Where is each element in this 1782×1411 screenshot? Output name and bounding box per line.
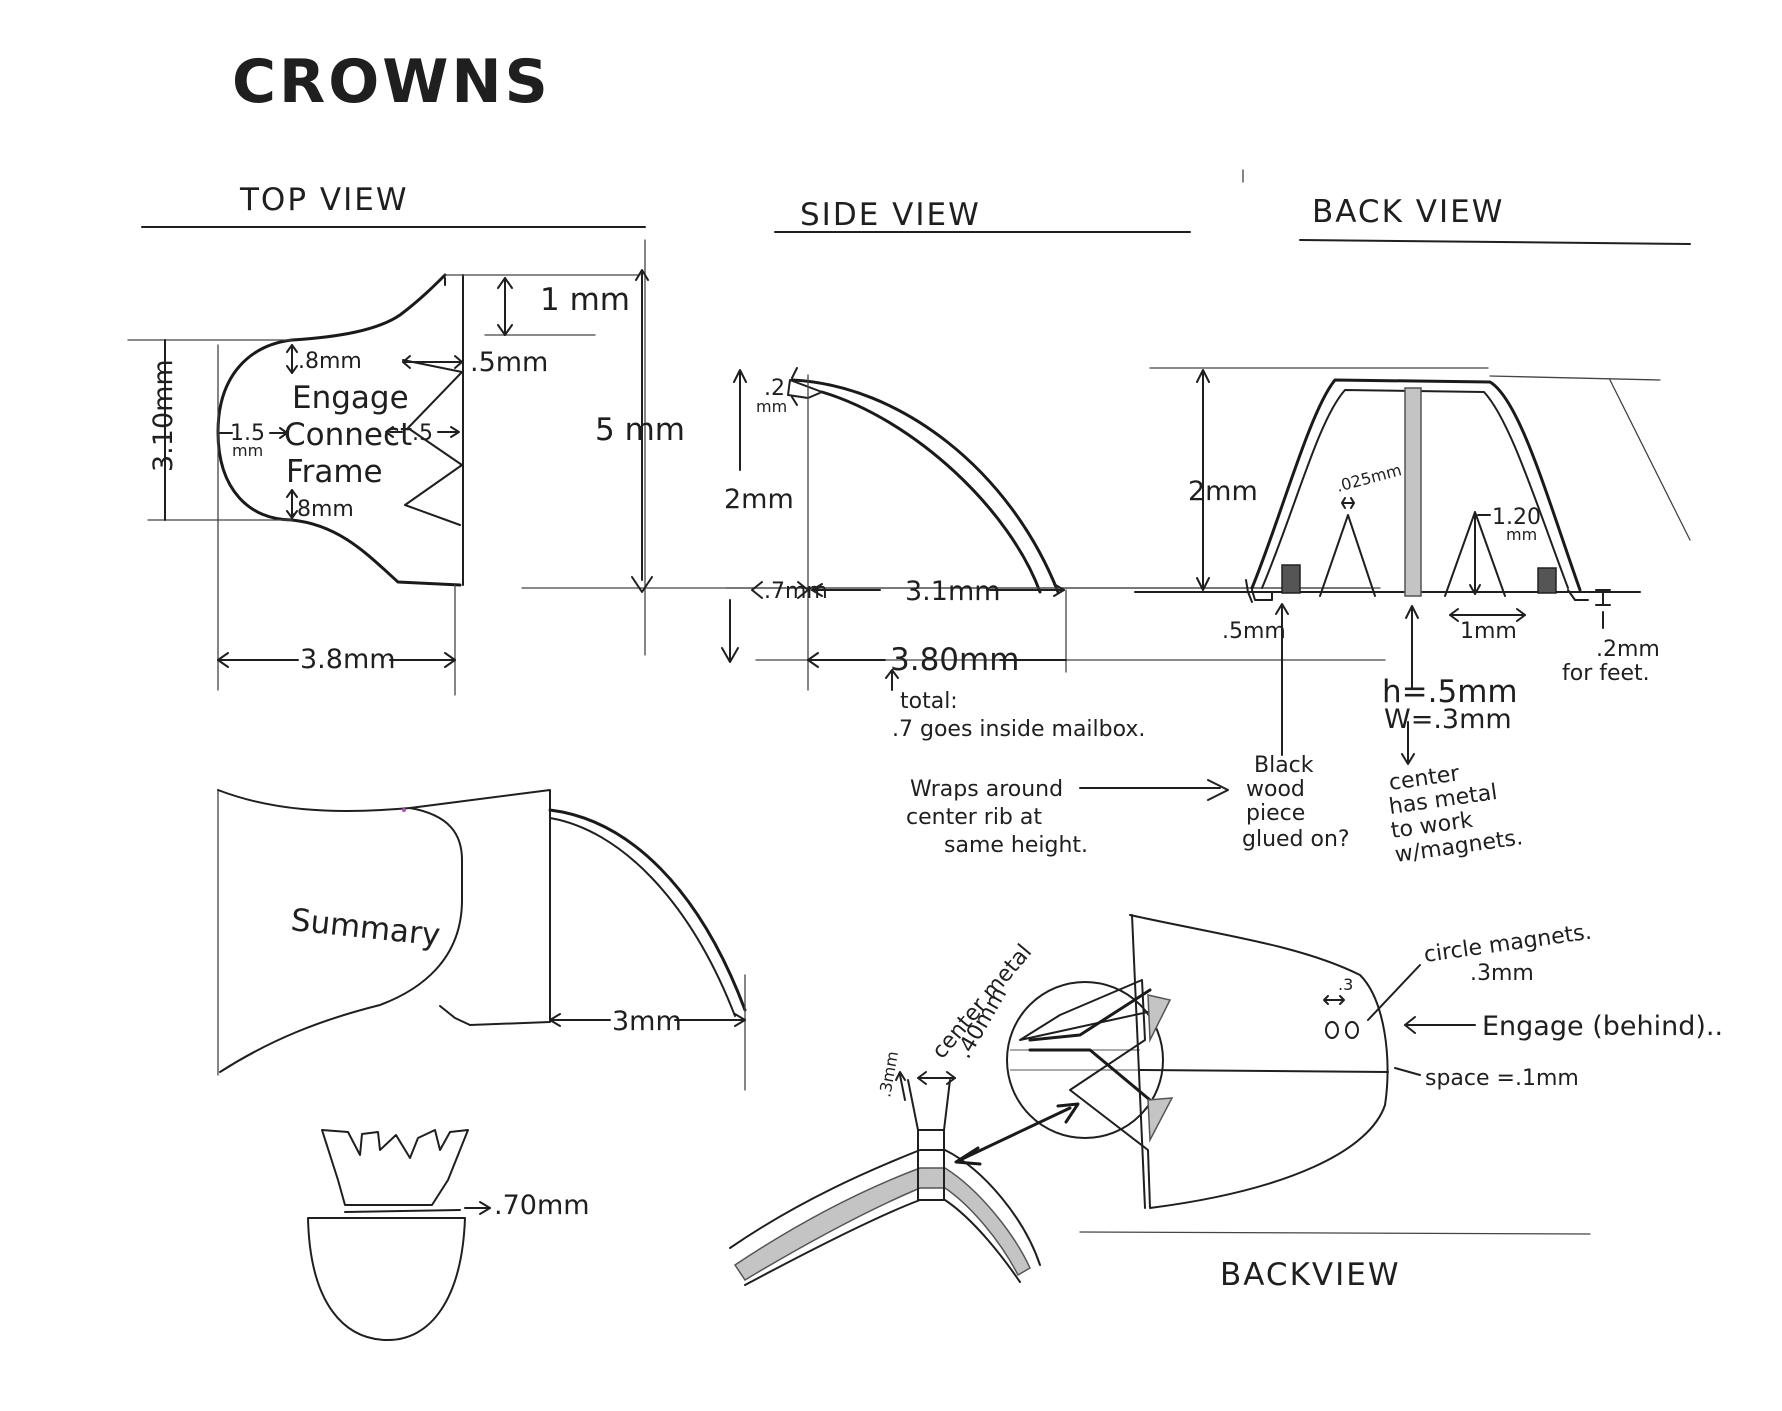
back-black-note-3: piece <box>1246 801 1305 826</box>
stray-dot <box>402 808 406 812</box>
back-2mm-label: 2mm <box>1188 476 1258 507</box>
top-15-unit-label: mm <box>232 441 263 460</box>
side-wraps-note-3: same height. <box>944 833 1088 858</box>
side-total-note-2: .7 goes inside mailbox. <box>892 717 1145 742</box>
back-view-drawing <box>1134 367 1691 765</box>
back-view-label: BACK VIEW <box>1312 194 1504 230</box>
top-05-right-label: .5 <box>412 421 433 446</box>
top-1mm-label: 1 mm <box>540 282 630 318</box>
back-120-label: 1.20 <box>1492 505 1541 530</box>
back-feet-note: for feet. <box>1562 661 1650 686</box>
side-31mm-label: 3.1mm <box>905 576 1001 607</box>
top-15-label: 1.5 <box>230 421 265 446</box>
side-view-header: SIDE VIEW <box>774 197 1191 233</box>
detail-engage-behind-label: Engage (behind).. <box>1482 1011 1723 1042</box>
top-5mm-label: 5 mm <box>595 412 685 448</box>
side-total-note-1: total: <box>900 689 958 714</box>
summary-3mm-label: 3mm <box>612 1006 682 1037</box>
back-120-unit-label: mm <box>1506 525 1537 544</box>
top-08mm-lower-label: .8mm <box>290 497 354 522</box>
top-frame-label: Frame <box>286 454 383 490</box>
detail-space-label: space =.1mm <box>1425 1066 1579 1091</box>
detail-magnets-03mm-label: .3mm <box>1470 961 1534 986</box>
back-view-header: BACK VIEW <box>1299 194 1691 245</box>
summary-label: Summary <box>289 902 442 953</box>
top-engage-label: Engage <box>292 380 409 416</box>
back-05mm-label: .5mm <box>1222 619 1286 644</box>
top-310mm-label: 3.10mm <box>148 359 179 472</box>
side-view-drawing <box>721 367 1386 801</box>
detail-drawing <box>729 914 1591 1286</box>
detail-03-label: .3 <box>1338 975 1353 994</box>
back-black-note-4: glued on? <box>1242 827 1350 852</box>
detail-backview-label: BACKVIEW <box>1220 1257 1401 1293</box>
side-wraps-note-1: Wraps around <box>910 777 1063 802</box>
summary-drawing <box>217 789 747 1341</box>
sheet-title: CROWNS <box>232 47 551 117</box>
side-02-unit-label: mm <box>756 397 787 416</box>
back-black-note-1: Black <box>1254 753 1314 778</box>
back-h-label: h=.5mm <box>1382 674 1518 710</box>
top-38mm-label: 3.8mm <box>300 644 396 675</box>
back-02mm-feet-label: .2mm <box>1596 637 1660 662</box>
top-08mm-upper-label: .8mm <box>298 349 362 374</box>
top-05mm-label: .5mm <box>470 347 548 378</box>
summary-070mm-label: .70mm <box>494 1190 590 1221</box>
side-02-label: .2 <box>764 376 785 401</box>
top-connect-label: Connect <box>284 417 412 453</box>
back-view-underline <box>1299 239 1691 245</box>
side-view-label: SIDE VIEW <box>800 197 981 233</box>
detail-03mm-label: .3mm <box>875 1050 902 1099</box>
top-view-header: TOP VIEW <box>141 182 646 228</box>
back-w-label: W=.3mm <box>1384 704 1512 735</box>
back-025mm-label: .025mm <box>1334 460 1403 496</box>
back-1mm-label: 1mm <box>1460 619 1517 644</box>
top-view-label: TOP VIEW <box>239 182 408 218</box>
side-380mm-label: 3.80mm <box>890 642 1019 678</box>
side-wraps-note-2: center rib at <box>906 805 1042 830</box>
back-black-note-2: wood <box>1246 777 1305 802</box>
side-07mm-label: .7mm <box>764 579 828 604</box>
side-2mm-label: 2mm <box>724 484 794 515</box>
